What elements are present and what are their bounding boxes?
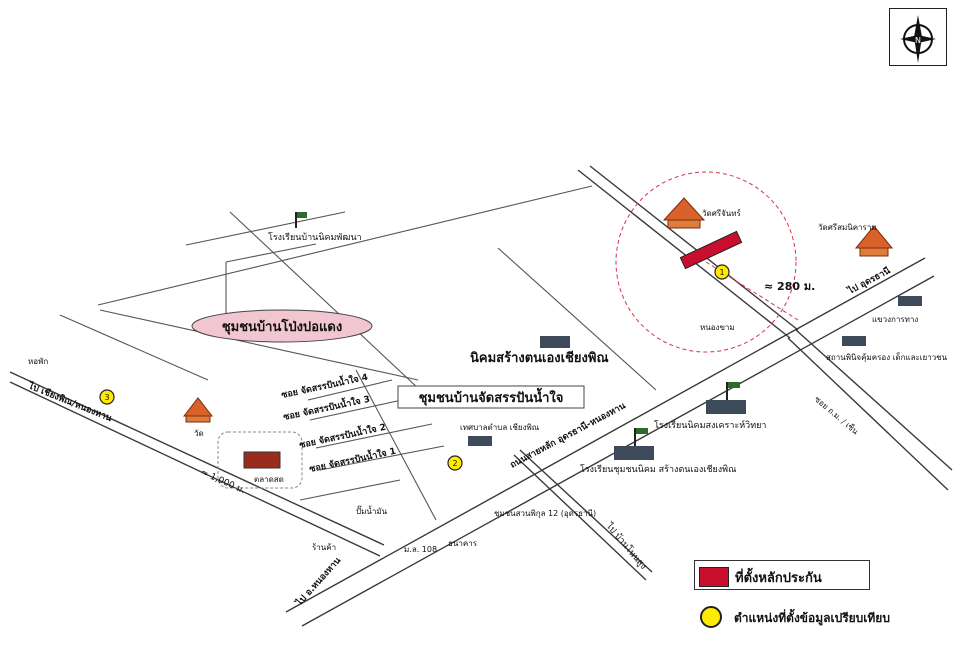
marker-1-text: 1 — [719, 268, 724, 277]
soi-4 — [307, 379, 393, 401]
right-road-1 — [787, 337, 949, 491]
temple-left-icon — [182, 397, 214, 423]
upper-road-2 — [99, 309, 419, 381]
clinic-label: สถานพินิจคุ้มครอง เด็กและเยาวชน — [826, 352, 948, 362]
estate-icon — [540, 336, 570, 348]
soi-2 — [315, 423, 433, 449]
temple-north-icon — [662, 197, 706, 229]
soi-2-label: ซอย จัดสรรปันน้ำใจ 2 — [298, 420, 387, 451]
left-road-2 — [9, 381, 381, 557]
upper-road-4 — [229, 211, 421, 391]
compass-icon: N — [900, 15, 936, 63]
hotel-label: หอพัก — [28, 357, 48, 366]
right-road-2 — [795, 329, 953, 471]
soi-low — [299, 479, 401, 501]
community-ellipse — [191, 309, 373, 343]
upper-road-7 — [59, 314, 209, 381]
school-lower-label: โรงเรียนชุมชนนิคม สร้างตนเองเชียงพิณ — [580, 464, 736, 475]
distance-280: ≈ 280 ม. — [764, 280, 815, 293]
soi-1-label: ซอย จัดสรรปันน้ำใจ 1 — [308, 444, 397, 475]
temple-north-label: วัดศรีจันทร์ — [702, 208, 741, 218]
ne-road-2 — [589, 165, 799, 331]
school-mid-label: โรงเรียนนิคมสงเคราะห์วิทยา — [654, 419, 766, 431]
upper-road-6 — [225, 243, 317, 263]
highway-label: ถนนสายหลัก อุดรธานี-หนองหาน — [508, 400, 628, 471]
school-lower-icon — [614, 428, 654, 460]
market-icon — [243, 451, 281, 469]
road-bottom-left-label: ไป อ.หนองหาน — [293, 554, 344, 609]
bank-label: ธนาคาร — [448, 539, 478, 548]
soi-vert — [355, 369, 437, 521]
legend-comparable-swatch — [700, 606, 722, 628]
marker-2-text: 2 — [452, 459, 457, 468]
right-road-label: หนองขาม — [700, 323, 735, 332]
north-arrow: N — [889, 8, 947, 66]
market-outline — [217, 431, 303, 489]
tech-label: แขวงการทาง — [872, 315, 918, 324]
office-icon — [468, 436, 492, 446]
office-label: เทศบาลตำบล เชียงพิณ — [460, 423, 540, 432]
upper-road-3 — [185, 211, 346, 246]
km-label: ม.ล. 108 — [404, 545, 437, 554]
community-2-label: ชุมชนบ้านจัดสรรปันน้ำใจ — [419, 387, 564, 406]
shop-label: ร้านค้า — [312, 543, 336, 552]
left-road-1 — [9, 371, 385, 546]
ne-road-1 — [577, 169, 791, 339]
marker-3-text: 3 — [104, 393, 109, 402]
comparable-marker-3[interactable]: 3 — [99, 389, 115, 405]
bottom-right-road-1 — [513, 454, 647, 581]
temple-left-label: วัด — [194, 429, 204, 438]
estate-label: นิคมสร้างตนเองเชียงพิณ — [470, 350, 609, 366]
community-1-label: ชุมชนบ้านโป่งปอแดง — [222, 318, 342, 335]
distance-1000: ≈ 1,000 ม. — [199, 468, 247, 497]
compass-letter: N — [915, 36, 921, 45]
school-top-label: โรงเรียนบ้านนิคมพัฒนา — [268, 232, 362, 243]
clinic-icon — [842, 336, 866, 346]
upper-road-8 — [497, 247, 657, 391]
gas-label: ปั๊มน้ำมัน — [356, 505, 388, 516]
bottom-right-road-2 — [519, 449, 653, 573]
radius-circle — [615, 171, 797, 353]
highway-line-1 — [285, 257, 926, 613]
tech-icon — [898, 296, 922, 306]
collateral-marker[interactable] — [679, 230, 743, 270]
community-2-box — [397, 385, 585, 409]
upper-road-1 — [97, 185, 593, 306]
legend-collateral: ที่ตั้งหลักประกัน — [694, 560, 870, 590]
soi-1 — [319, 445, 445, 471]
comparable-marker-2[interactable]: 2 — [447, 455, 463, 471]
school-top-icon — [295, 212, 307, 228]
legend-collateral-swatch — [699, 567, 729, 587]
market-label: ตลาดสด — [254, 475, 284, 484]
temple-east-icon — [854, 225, 894, 257]
school-mid-icon — [706, 382, 746, 414]
legend-comparable-label: ตำแหน่งที่ตั้งข้อมูลเปรียบเทียบ — [734, 611, 890, 625]
sub-office-label: ชุมชนสวนพิกุล 12 (อุดรธานี) — [494, 509, 596, 518]
temple-east-label: วัดศรีสมนิคาราม — [818, 223, 877, 232]
legend-collateral-label: ที่ตั้งหลักประกัน — [735, 571, 822, 586]
comparable-marker-1[interactable]: 1 — [714, 264, 730, 280]
